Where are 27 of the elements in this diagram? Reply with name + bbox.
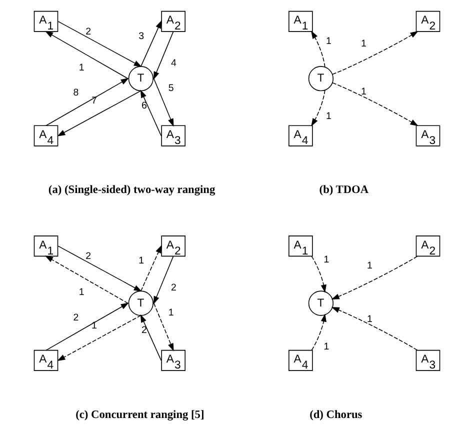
edge-label: 6 bbox=[141, 100, 147, 112]
edge-label: 2 bbox=[73, 312, 79, 324]
edge-label: 1 bbox=[361, 38, 366, 50]
edge-label: 3 bbox=[138, 31, 144, 42]
edge-label: 1 bbox=[168, 308, 174, 319]
edge-label: 2 bbox=[170, 282, 176, 294]
edge-label: 5 bbox=[168, 83, 174, 94]
edge-label: 8 bbox=[73, 88, 79, 99]
edge-label: 1 bbox=[361, 86, 366, 98]
label: (c) Concurrent ranging [5] bbox=[76, 408, 204, 421]
edge-label: 1 bbox=[367, 260, 372, 272]
edge-label: 1 bbox=[78, 287, 84, 298]
edge-label: 4 bbox=[170, 58, 176, 69]
edge-label: 1 bbox=[78, 62, 84, 74]
edge-label: 1 bbox=[367, 314, 372, 326]
edge-label: 1 bbox=[324, 254, 330, 266]
edge-label: 2 bbox=[86, 26, 92, 38]
edge-label: 1 bbox=[326, 110, 332, 122]
edge-label: 2 bbox=[86, 250, 92, 262]
edge-label: 1 bbox=[326, 36, 332, 48]
label: (a) (Single-sided) two-way ranging bbox=[48, 184, 216, 196]
edge-label: 2 bbox=[141, 325, 147, 336]
edge-label: 7 bbox=[92, 96, 97, 107]
edge-label: 1 bbox=[324, 342, 330, 353]
edge-label: 1 bbox=[138, 256, 144, 267]
label: (b) TDOA bbox=[319, 184, 369, 196]
label: (d) Chorus bbox=[310, 408, 362, 421]
